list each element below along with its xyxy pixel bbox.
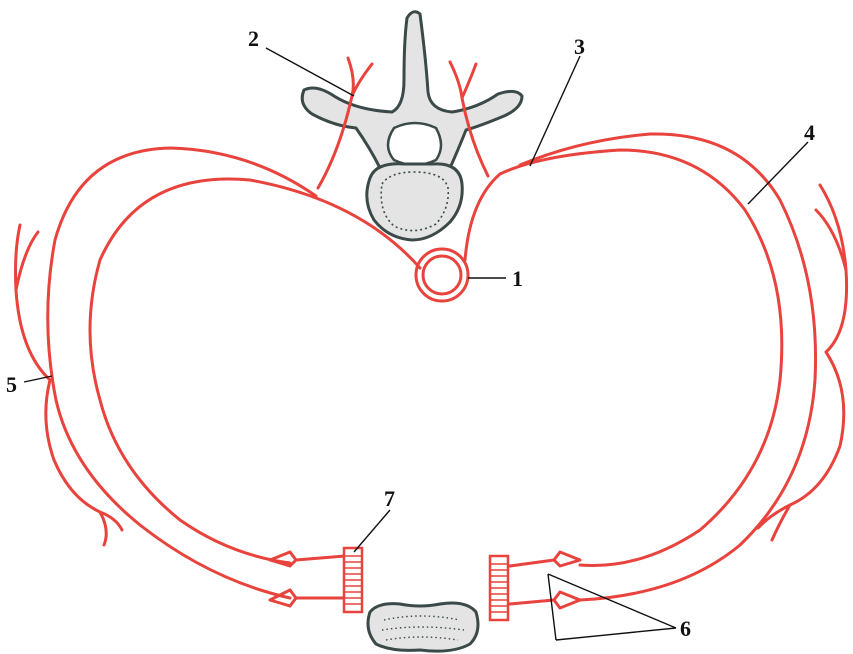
left-intercostal-outer (520, 134, 816, 600)
leader-6b (556, 628, 676, 640)
label-6: 6 (680, 616, 691, 641)
anterior-fork-right-upper (554, 552, 580, 566)
aorta-inner (423, 256, 461, 294)
leader-3 (530, 56, 580, 166)
sternum (368, 603, 478, 651)
leader-7 (354, 510, 390, 552)
label-4: 4 (804, 120, 815, 145)
anterior-stub-left-upper (296, 556, 345, 560)
internal-thoracic-artery-right (490, 556, 508, 620)
label-2: 2 (248, 26, 259, 51)
lateral-cutaneous-left (16, 225, 123, 545)
lateral-cutaneous-right (758, 185, 847, 540)
internal-thoracic-artery-left (344, 548, 362, 612)
label-1: 1 (512, 266, 523, 291)
vertebral-foramen (388, 123, 441, 165)
anterior-fork-right-lower (554, 592, 580, 608)
anterior-fork-left-upper (270, 552, 296, 566)
leader-6a (548, 574, 676, 628)
anterior-fork-left-lower (270, 590, 296, 606)
label-7: 7 (384, 486, 395, 511)
label-5: 5 (6, 372, 17, 397)
right-intercostal-inner (90, 179, 420, 563)
leader-6c (548, 574, 556, 640)
anterior-stub-right-upper (510, 560, 554, 566)
anterior-stub-right-lower (510, 600, 554, 604)
left-intercostal-inner (465, 150, 782, 566)
right-intercostal-outer (48, 148, 316, 598)
label-3: 3 (574, 34, 585, 59)
